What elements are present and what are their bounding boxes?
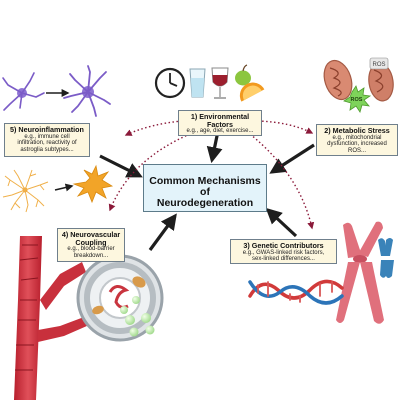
ros-label: ROS <box>351 97 363 103</box>
chromosome-small-icon <box>378 238 394 278</box>
neurovascular-coupling-box: 4) Neurovascular Coupling e.g., blood-ba… <box>57 228 125 262</box>
astrocyte-transition-arrow <box>54 183 74 192</box>
arrow-neurovascular-to-center <box>148 213 177 251</box>
metabolic-stress-box: 2) Metabolic Stress e.g., mitochondrial … <box>316 124 398 156</box>
wine-glass-icon <box>211 67 229 99</box>
ros-badge-label: ROS <box>372 62 385 68</box>
ros-burst-icon: ROS <box>343 85 372 113</box>
dotted-arrows <box>108 120 315 230</box>
water-glass-icon <box>189 68 206 98</box>
environmental-title-line2: Factors <box>207 119 233 129</box>
center-box-common-mechanisms: Common Mechanisms of Neurodegeneration <box>143 164 267 212</box>
clock-icon <box>154 67 186 99</box>
neuroinflammation-desc-line1: e.g., immune cell <box>24 133 70 140</box>
neuroinflammation-desc-line2: infiltration, reactivity of <box>17 140 77 147</box>
arrow-metabolic-to-center <box>269 143 315 174</box>
metabolic-desc-line2: dysfunction, increased <box>327 141 387 148</box>
neuroinflammation-desc-line3: astroglia subtypes... <box>20 146 74 153</box>
metabolic-title: 2) Metabolic Stress <box>324 126 390 135</box>
environmental-factors-box: 1) Environmental Factors e.g., age, diet… <box>178 110 262 136</box>
astrocyte-icon <box>2 169 49 213</box>
genetic-contributors-box: 3) Genetic Contributors e.g., GWAS-linke… <box>230 239 337 264</box>
chromosome-icon <box>336 221 384 324</box>
blood-vessel-icon <box>14 236 96 400</box>
metabolic-desc-line3: ROS... <box>347 147 366 154</box>
orange-slice-icon <box>239 82 265 102</box>
genetic-title: 3) Genetic Contributors <box>243 241 324 250</box>
center-title-line1: Common Mechanisms of <box>149 175 261 199</box>
neurovascular-desc-line1: e.g., blood-barrier <box>67 246 115 253</box>
dna-helix-icon <box>248 279 344 305</box>
neurovascular-desc-line2: breakdown... <box>73 252 109 259</box>
dotted-arrow-to-neuroinflammation <box>124 120 183 136</box>
metabolic-desc-line1: e.g., mitochondrial <box>332 134 382 141</box>
neurovascular-inset-icon <box>76 254 164 342</box>
ros-badge-icon: ROS <box>369 57 389 70</box>
dotted-arrow-to-metabolic <box>257 120 314 134</box>
arrow-genetic-to-center <box>265 207 298 238</box>
neurovascular-title-line1: 4) Neurovascular <box>61 230 121 239</box>
genetic-desc-line2: sex-linked differences... <box>252 256 315 263</box>
mitochondrion-icon <box>323 59 353 101</box>
reactive-astrocyte-icon <box>72 164 114 204</box>
dotted-arrow-to-genetic <box>249 133 315 230</box>
environmental-description: e.g., age, diet, exercise... <box>186 128 254 135</box>
apple-icon <box>235 64 251 86</box>
microglia-icon <box>63 65 111 117</box>
neurovascular-title-line2: Coupling <box>75 237 107 247</box>
dotted-arrow-to-neurovascular <box>108 133 191 212</box>
neuroinflammation-title: 5) Neuroinflammation <box>10 125 84 134</box>
neuroinflammation-box: 5) Neuroinflammation e.g., immune cell i… <box>4 123 90 157</box>
vascular-particles-icon <box>120 296 155 337</box>
environmental-title-line1: 1) Environmental <box>190 112 250 121</box>
neuron-icon <box>2 72 45 111</box>
genetic-desc-line1: e.g., GWAS-linked risk factors, <box>242 249 325 256</box>
center-title-line2: Neurodegeneration <box>156 197 254 210</box>
